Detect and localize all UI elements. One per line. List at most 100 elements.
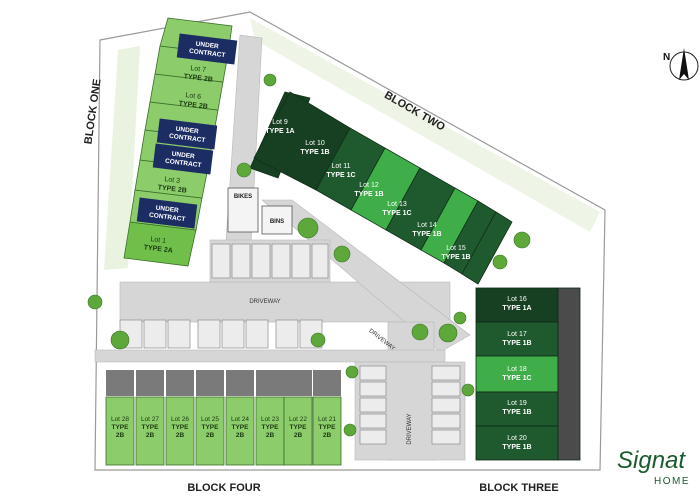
under-contract-b-line2: CONTRACT xyxy=(169,133,206,144)
trees xyxy=(87,73,531,437)
lot-3-type: TYPE 2B xyxy=(157,184,187,195)
block-one-lot-labels: Lot 1 TYPE 2A Lot 3 TYPE 2B Lot 6 TYPE 2… xyxy=(143,65,213,255)
under-contract-texts: UNDER CONTRACT UNDER CONTRACT UNDER CONT… xyxy=(149,41,226,224)
lot-25-code: 2B xyxy=(206,432,215,439)
lot-26-number: Lot 26 xyxy=(171,416,189,423)
under-contract-d-line2: CONTRACT xyxy=(149,212,186,223)
landscape-strip-north xyxy=(250,18,600,232)
block-two-lot-labels: Lot 9 TYPE 1A Lot 10 TYPE 1B Lot 11 TYPE… xyxy=(265,119,470,261)
lot-6-number: Lot 6 xyxy=(185,92,201,101)
lot-17-shape xyxy=(475,321,559,357)
landscape-strip-west xyxy=(104,46,140,270)
north-compass: N xyxy=(663,48,699,81)
lot-18-shape xyxy=(475,355,559,393)
under-contract-badge xyxy=(156,118,218,150)
lot-19-shape xyxy=(475,391,559,427)
lot-21-number: Lot 21 xyxy=(318,416,336,423)
lot-21-type: TYPE xyxy=(319,424,337,431)
under-contract-b-line1: UNDER xyxy=(175,126,199,136)
lot-27-number: Lot 27 xyxy=(141,416,159,423)
lot-26-type: TYPE xyxy=(172,424,190,431)
brand-subtitle: HOME xyxy=(654,476,690,487)
driveway-label-main: DRIVEWAY xyxy=(249,299,280,305)
lot-6-type: TYPE 2B xyxy=(178,100,208,111)
block-three-label: BLOCK THREE xyxy=(479,482,558,494)
road-pedestrian xyxy=(94,349,446,363)
under-contract-c-line1: UNDER xyxy=(171,151,195,161)
lot-28-code: 2B xyxy=(116,432,125,439)
lot-10-type: TYPE 1B xyxy=(300,149,329,156)
lot-7-number: Lot 7 xyxy=(190,65,206,74)
lot-13-number: Lot 13 xyxy=(387,201,407,208)
parking-bays xyxy=(119,243,461,445)
compass-north-label: N xyxy=(663,52,670,63)
lot-9-type: TYPE 1A xyxy=(265,128,294,135)
lot-28-type: TYPE xyxy=(112,424,130,431)
lot-26-code: 2B xyxy=(176,432,185,439)
under-contract-badge xyxy=(176,33,238,65)
lot-25-number: Lot 25 xyxy=(201,416,219,423)
lot-12-type: TYPE 1B xyxy=(354,191,383,198)
lot-3-number: Lot 3 xyxy=(164,176,180,185)
lot-15-shape xyxy=(461,211,513,285)
lot-10-number: Lot 10 xyxy=(305,140,325,147)
lot-23-code: 2B xyxy=(266,432,275,439)
lot-22-code: 2B xyxy=(294,432,303,439)
lot-20-type: TYPE 1B xyxy=(502,444,531,451)
block-four-lots xyxy=(105,396,342,466)
lot-9-number: Lot 9 xyxy=(272,119,288,126)
lot-1-number: Lot 1 xyxy=(150,236,166,245)
lot-19-number: Lot 19 xyxy=(507,400,527,407)
lot-11-number: Lot 11 xyxy=(332,163,351,170)
lot-1-type: TYPE 2A xyxy=(143,244,173,255)
block-three-lot-labels: Lot 16 TYPE 1A Lot 17 TYPE 1B Lot 18 TYP… xyxy=(502,296,531,451)
lot-12-number: Lot 12 xyxy=(359,182,379,189)
lot-21-shape xyxy=(312,396,342,466)
lot-16-number: Lot 16 xyxy=(507,296,527,303)
lot-24-number: Lot 24 xyxy=(231,416,249,423)
lot-15-number: Lot 15 xyxy=(446,245,466,252)
under-contract-a-line1: UNDER xyxy=(195,41,219,51)
lot-24-type: TYPE xyxy=(232,424,250,431)
under-contract-c-line2: CONTRACT xyxy=(165,158,202,169)
lot-27-code: 2B xyxy=(146,432,155,439)
under-contract-badge xyxy=(152,143,214,175)
block-two-lots xyxy=(249,91,513,285)
lot-7-type: TYPE 2B xyxy=(183,73,213,84)
lot-25-shape xyxy=(195,396,225,466)
lot-16-type: TYPE 1A xyxy=(502,305,531,312)
lot-23-type: TYPE xyxy=(262,424,280,431)
lot-17-number: Lot 17 xyxy=(507,331,527,338)
lot-14-type: TYPE 1B xyxy=(412,231,441,238)
block-four-garages xyxy=(106,370,341,396)
lot-27-type: TYPE xyxy=(142,424,160,431)
lot-11-type: TYPE 1C xyxy=(326,172,355,179)
under-contract-badge xyxy=(136,197,198,229)
under-contract-d-line1: UNDER xyxy=(155,205,179,215)
lot-26-shape xyxy=(165,396,195,466)
driveway-label-south: DRIVEWAY xyxy=(407,413,413,444)
lot-25-type: TYPE xyxy=(202,424,220,431)
block-three-lots xyxy=(475,287,581,461)
block-four-label: BLOCK FOUR xyxy=(187,482,260,494)
block-four-lot-labels: Lot 28 TYPE 2B Lot 27 TYPE 2B Lot 26 TYP… xyxy=(111,416,336,439)
lot-20-number: Lot 20 xyxy=(507,435,527,442)
brand-logo-text: Signat xyxy=(617,447,686,474)
lot-13-type: TYPE 1C xyxy=(382,210,411,217)
lot-21-code: 2B xyxy=(323,432,332,439)
lot-28-shape xyxy=(105,396,135,466)
lot-17-type: TYPE 1B xyxy=(502,340,531,347)
lot-15-type: TYPE 1B xyxy=(441,254,470,261)
bins-shelter xyxy=(261,205,293,235)
lot-24-shape xyxy=(225,396,255,466)
road-diagonal xyxy=(261,199,471,353)
bikes-shelter xyxy=(227,187,259,233)
block-three-garages xyxy=(557,287,581,461)
bikes-label: BIKES xyxy=(234,194,252,200)
north-arrow-icon xyxy=(679,48,689,80)
lot-22-shape xyxy=(283,396,313,466)
lot-20-shape xyxy=(475,425,559,461)
lot-22-number: Lot 22 xyxy=(289,416,307,423)
lot-28-number: Lot 28 xyxy=(111,416,129,423)
